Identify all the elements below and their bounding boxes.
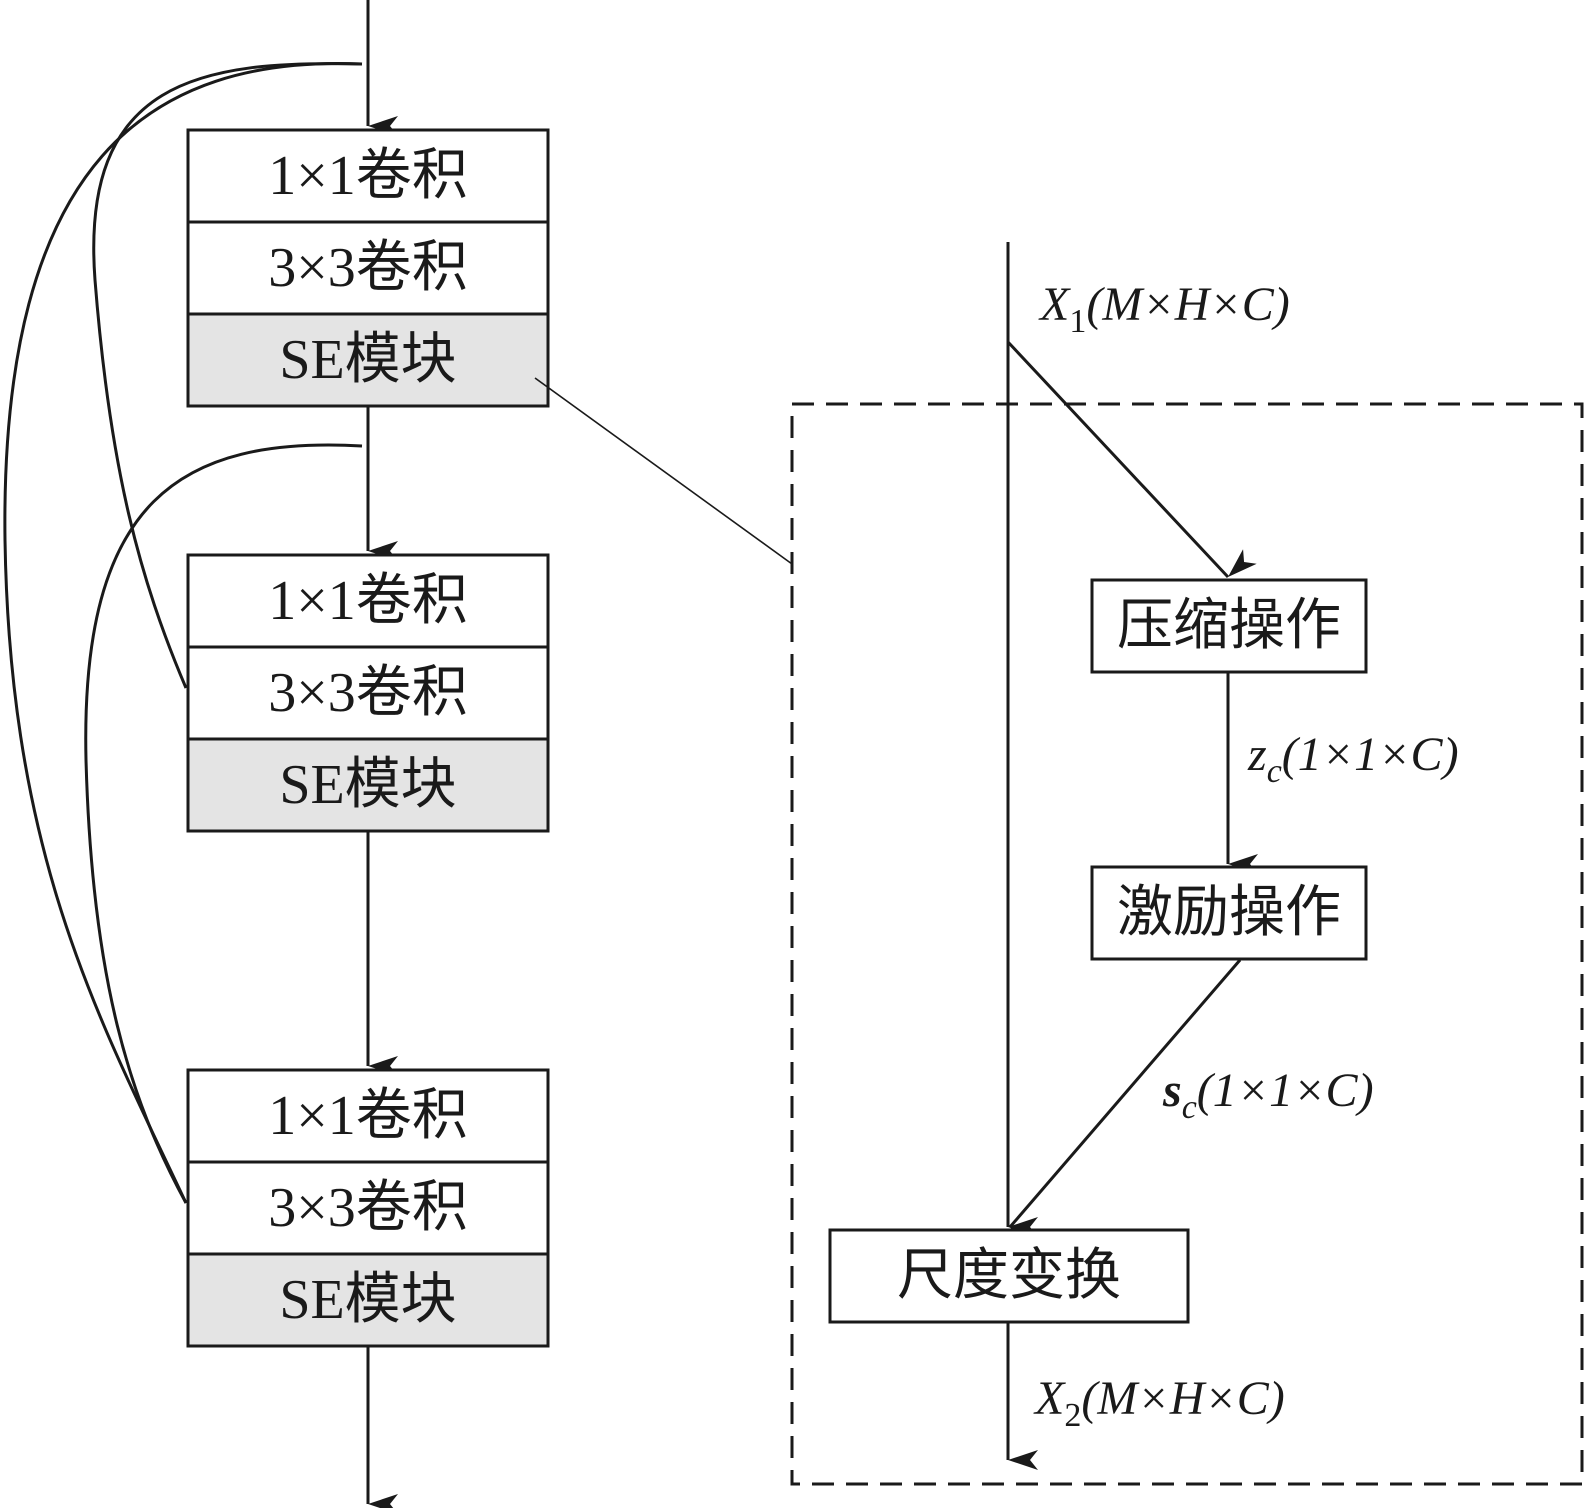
squeeze-label: 压缩操作 [1117, 595, 1341, 657]
block1-conv3x3-box [186, 220, 550, 316]
block2-se-label: SE模块 [279, 754, 456, 816]
skip-block1-to-block3 [84, 443, 363, 1204]
zc-label: zc(1×1×C) [1247, 728, 1459, 790]
zc-symbol: z [1247, 728, 1267, 781]
block2-conv1x1-label: 1×1卷积 [268, 570, 468, 632]
input-symbol: X [1038, 278, 1071, 331]
input-subscript: 1 [1069, 303, 1086, 340]
sc-dims: (1×1×C) [1197, 1064, 1374, 1117]
block3-se-box [186, 1252, 550, 1348]
to-squeeze-arrow [1006, 340, 1257, 579]
dense-block-2: 1×1卷积 3×3卷积 SE模块 [186, 553, 550, 833]
input-dims: (M×H×C) [1086, 278, 1289, 331]
block3-se-label: SE模块 [279, 1269, 456, 1331]
dense-block-3: 1×1卷积 3×3卷积 SE模块 [186, 1068, 550, 1348]
block1-se-box [186, 312, 550, 408]
sc-symbol: s [1162, 1064, 1182, 1117]
block3-conv1x1-box [186, 1068, 550, 1164]
block3-conv1x1-label: 1×1卷积 [268, 1085, 468, 1147]
scale-label: 尺度变换 [897, 1245, 1121, 1307]
output-symbol: X [1033, 1372, 1066, 1425]
block2-se-box [186, 737, 550, 833]
input-feature-label: X1(M×H×C) [1038, 278, 1290, 340]
block1-se-label: SE模块 [279, 329, 456, 391]
zoom-connector-line [534, 377, 793, 565]
sc-label: sc(1×1×C) [1162, 1064, 1374, 1126]
block2-conv1x1-box [186, 553, 550, 649]
zc-subscript: c [1267, 753, 1282, 790]
skip-input-to-block2 [92, 62, 363, 689]
dense-block-1: 1×1卷积 3×3卷积 SE模块 [186, 128, 550, 408]
dense-column [3, 0, 398, 1508]
skip-input-to-block3 [3, 61, 363, 1204]
block2-conv3x3-label: 3×3卷积 [268, 662, 468, 724]
block3-conv3x3-label: 3×3卷积 [268, 1177, 468, 1239]
block3-conv3x3-box [186, 1160, 550, 1256]
excitation-to-scale-arrow [1008, 959, 1242, 1255]
block1-conv1x1-label: 1×1卷积 [268, 145, 468, 207]
scale-box [828, 1228, 1190, 1324]
sc-subscript: c [1182, 1089, 1197, 1126]
squeeze-box [1090, 578, 1368, 674]
output-dims: (M×H×C) [1081, 1372, 1284, 1425]
output-subscript: 2 [1064, 1397, 1081, 1434]
excitation-box [1090, 865, 1368, 961]
se-detail-dashed-frame [790, 402, 1584, 1486]
excitation-label: 激励操作 [1117, 882, 1341, 944]
block2-conv3x3-box [186, 645, 550, 741]
se-detail-flow [1006, 242, 1258, 1470]
zc-dims: (1×1×C) [1282, 728, 1459, 781]
block1-conv3x3-label: 3×3卷积 [268, 237, 468, 299]
output-feature-label: X2(M×H×C) [1033, 1372, 1285, 1434]
